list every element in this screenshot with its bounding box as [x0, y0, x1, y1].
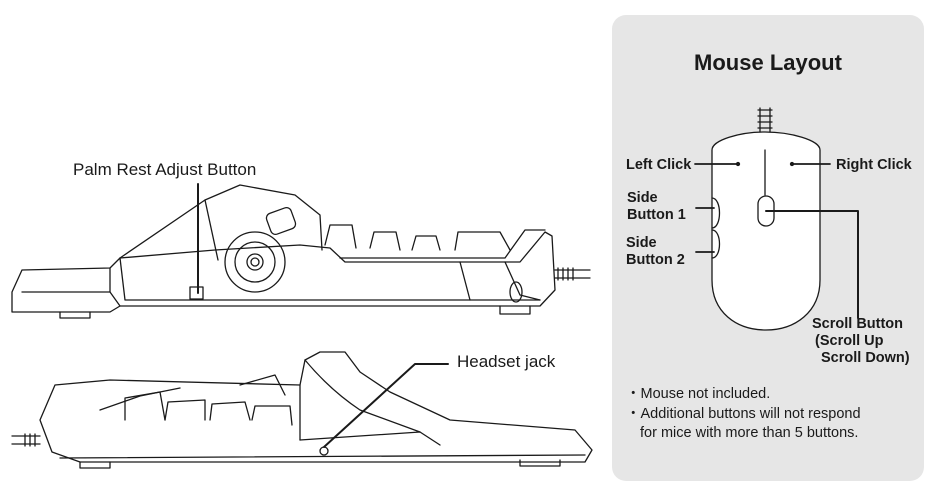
scroll-button-label: Scroll Button (Scroll Up Scroll Down) [812, 316, 910, 367]
side-button-2-label-line2: Button 2 [626, 252, 685, 268]
scroll-button-label-line3: Scroll Down) [821, 350, 910, 366]
side-button-1-label: Side Button 1 [627, 190, 686, 224]
mouse-layout-title: Mouse Layout [694, 50, 842, 75]
keypad-side-view-top [11, 184, 591, 319]
right-click-label: Right Click [836, 157, 912, 173]
scroll-button-label-line2: (Scroll Up [815, 333, 884, 349]
scroll-button-label-line1: Scroll Button [812, 316, 904, 332]
side-button-2-label: Side Button 2 [626, 235, 685, 269]
note-mouse-not-included: ・Mouse not included. [626, 386, 771, 402]
headset-jack-label: Headset jack [457, 352, 556, 371]
side-button-1-label-line1: Side [627, 190, 658, 206]
side-button-2-label-line1: Side [626, 235, 657, 251]
note-more-than-5-buttons: for mice with more than 5 buttons. [640, 425, 859, 441]
note-additional-buttons: ・Additional buttons will not respond [626, 406, 861, 422]
palm-rest-adjust-button-label: Palm Rest Adjust Button [73, 160, 257, 179]
keypad-side-view-bottom [11, 351, 593, 469]
left-click-label: Left Click [626, 157, 692, 173]
keypad-drawings [11, 183, 593, 469]
side-button-1-label-line2: Button 1 [627, 207, 686, 223]
